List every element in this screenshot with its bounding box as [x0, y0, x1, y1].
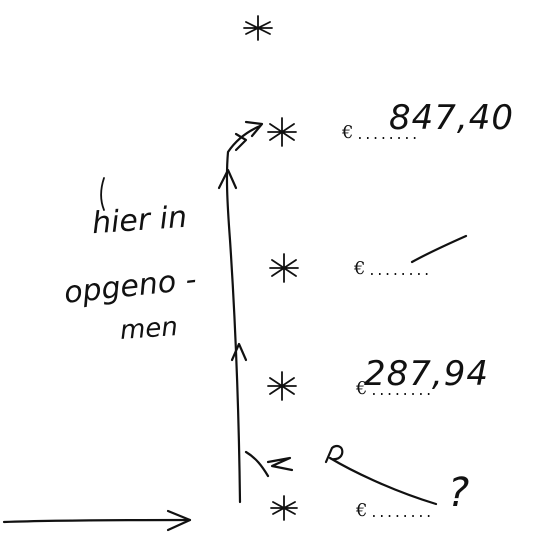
- side-note-line3: men: [119, 312, 179, 346]
- row4-currency: €: [356, 500, 368, 521]
- row3-currency: €: [356, 378, 368, 399]
- right-arrow-icon: [2, 509, 192, 532]
- empty-amount-dash: [410, 234, 468, 264]
- return-arrow: [324, 444, 438, 506]
- row3-dots: ........: [370, 384, 433, 399]
- row1-amount: 847,40: [389, 98, 514, 138]
- upward-arrow-line: [217, 120, 264, 504]
- row3-amount: 287,94: [364, 354, 489, 394]
- asterisk-icon-row4: [270, 495, 298, 521]
- asterisk-icon-row2: [269, 253, 299, 283]
- asterisk-icon-top: [243, 15, 273, 41]
- asterisk-icon-row3: [267, 371, 297, 401]
- row4-amount: ?: [448, 470, 471, 516]
- row2-currency: €: [354, 258, 366, 279]
- row1-dots: ........: [356, 128, 419, 143]
- row1-currency: €: [342, 122, 354, 143]
- branch-arrow: [244, 450, 294, 478]
- bracket-mark: [100, 177, 105, 211]
- asterisk-icon-row1: [267, 117, 297, 147]
- side-note-line1: hier in: [90, 199, 189, 242]
- row4-dots: ........: [370, 506, 433, 521]
- row2-dots: ........: [368, 264, 431, 279]
